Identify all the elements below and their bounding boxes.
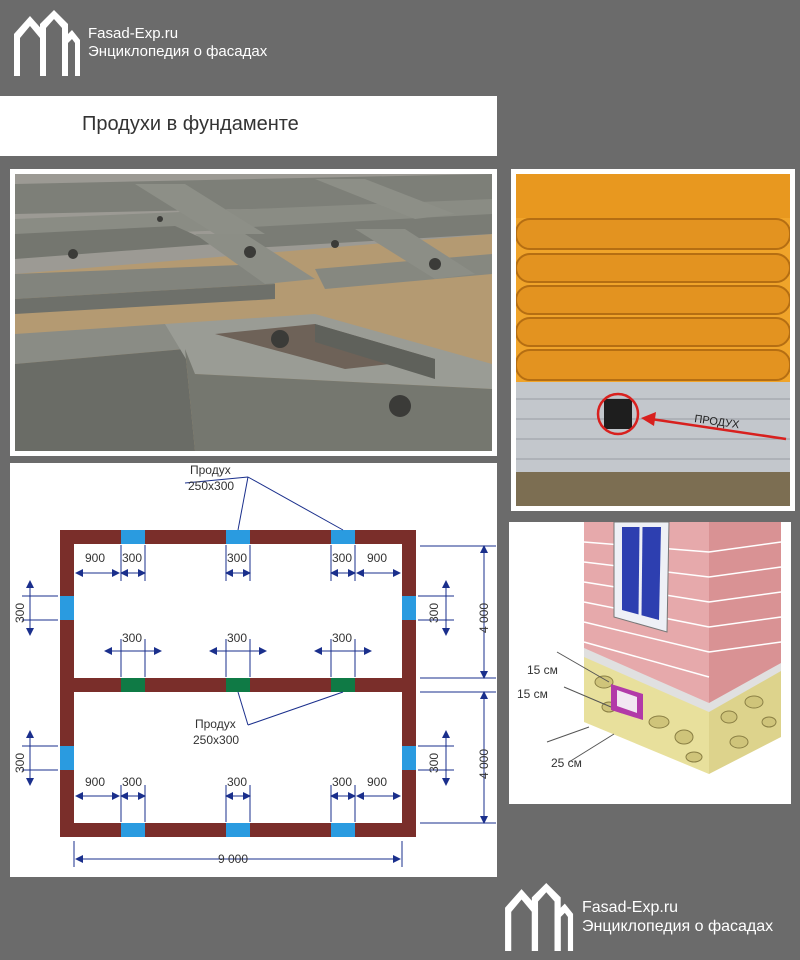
brand-logo-bottom[interactable]: Fasad-Exp.ru Энциклопедия о фасадах	[500, 883, 773, 951]
dim-300-bottom-1: 300	[122, 775, 142, 789]
dim-300-mid-1: 300	[122, 631, 142, 645]
title-bar: Продухи в фундаменте	[0, 96, 497, 156]
vent-plan-drawing: Продух 250х300 Продух 250х300 900 300 30…	[10, 463, 497, 877]
vents-outer	[60, 530, 416, 837]
dim-15-top: 15 см	[527, 663, 558, 677]
building-logo-icon	[505, 883, 574, 951]
dim-300-mid-2: 300	[227, 631, 247, 645]
building-logo-icon	[14, 10, 80, 76]
dim-height-bottom: 4 000	[477, 749, 491, 779]
brand-site: Fasad-Exp.ru	[88, 25, 179, 42]
brand-logo-top[interactable]: Fasad-Exp.ru Энциклопедия о фасадах	[10, 10, 267, 76]
dim-300-bottom-3: 300	[332, 775, 352, 789]
log-house-photo: ПРОДУХ	[515, 174, 791, 506]
vent-label-mid-line1: Продух	[195, 717, 236, 731]
dim-height-top: 4 000	[477, 603, 491, 633]
dim-300-right-1: 300	[427, 603, 441, 623]
dim-300-top-3: 300	[332, 551, 352, 565]
dim-15-bottom: 15 см	[517, 687, 548, 701]
vents-inner	[121, 678, 355, 692]
dim-900-bottom-left: 900	[85, 775, 105, 789]
vent-label-top-line1: Продух	[190, 463, 231, 477]
dim-900-top-left: 900	[85, 551, 105, 565]
brand-site: Fasad-Exp.ru	[582, 898, 679, 916]
dim-300-left-1: 300	[13, 603, 27, 623]
dim-300-top-1: 300	[122, 551, 142, 565]
brick-detail-panel: 15 см 15 см 25 см	[509, 521, 791, 804]
dim-900-bottom-right: 900	[367, 775, 387, 789]
vent-label-mid-line2: 250х300	[193, 733, 239, 747]
dim-300-left-2: 300	[13, 753, 27, 773]
dim-25: 25 см	[551, 756, 582, 770]
vent-label-top-line2: 250х300	[188, 479, 234, 493]
foundation-photo	[15, 174, 492, 451]
dim-300-mid-3: 300	[332, 631, 352, 645]
page-title: Продухи в фундаменте	[82, 113, 299, 135]
photo-log-house-panel: ПРОДУХ	[511, 169, 795, 511]
brand-tagline: Энциклопедия о фасадах	[88, 43, 268, 60]
dim-900-top-right: 900	[367, 551, 387, 565]
dim-width: 9 000	[218, 852, 248, 866]
dim-300-right-2: 300	[427, 753, 441, 773]
dim-300-bottom-2: 300	[227, 775, 247, 789]
plinth-vent-detail: 15 см 15 см 25 см	[509, 521, 791, 804]
photo-foundation-panel	[10, 169, 497, 456]
brand-tagline: Энциклопедия о фасадах	[582, 918, 774, 935]
dim-300-top-2: 300	[227, 551, 247, 565]
